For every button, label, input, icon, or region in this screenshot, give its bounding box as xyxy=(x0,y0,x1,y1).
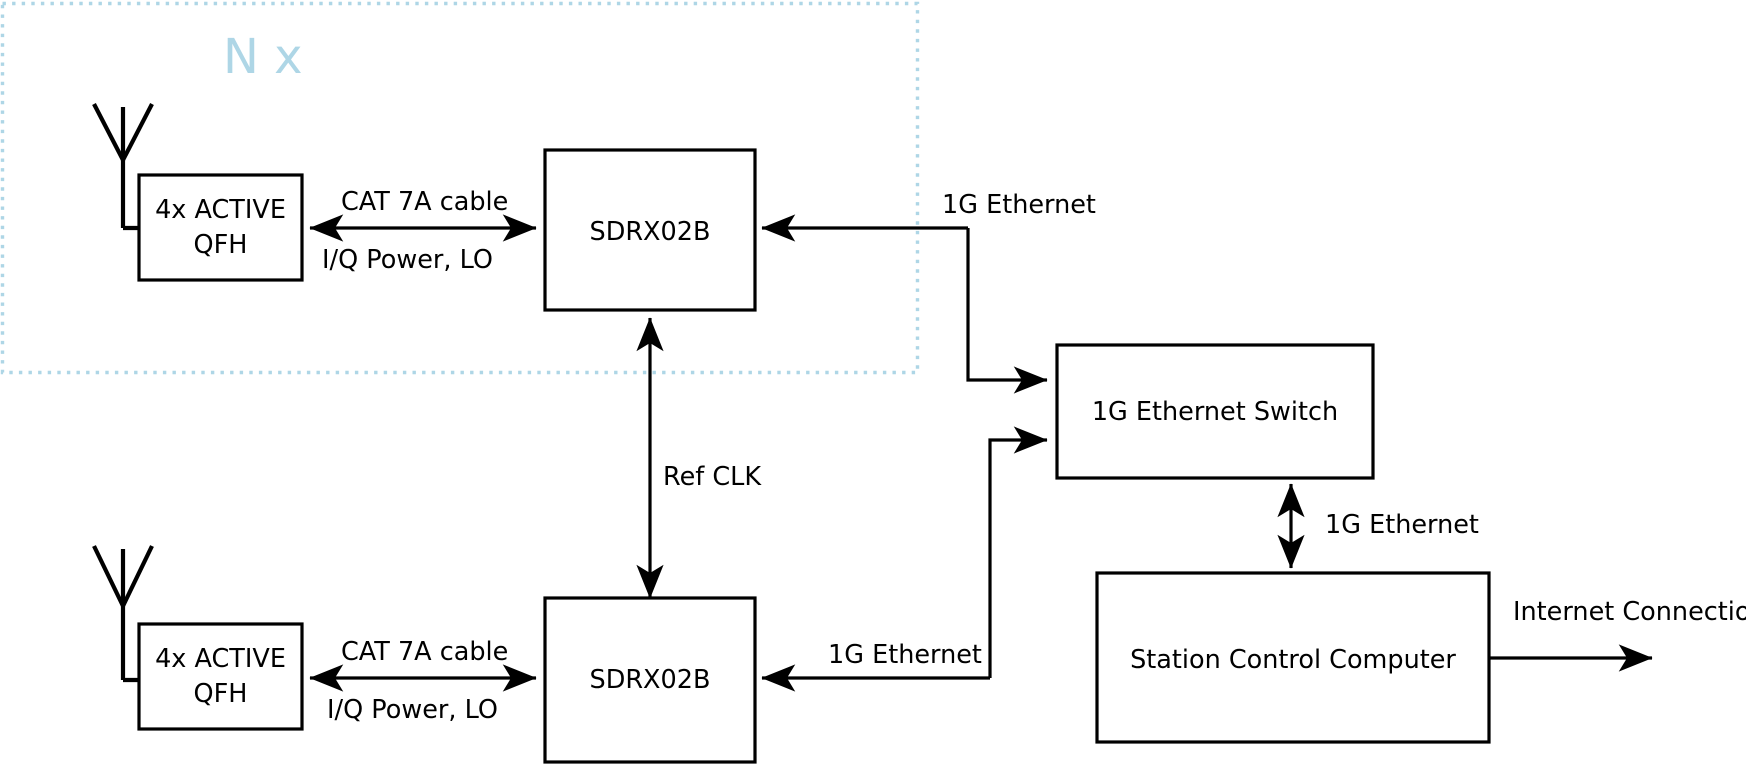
block-qfh-top-label-line2: QFH xyxy=(194,230,248,260)
edge-label-iq-power-lo-top: I/Q Power, LO xyxy=(322,245,493,275)
block-station-control-computer[interactable] xyxy=(1095,571,1491,744)
edge-label-1g-ethernet-switch-computer: 1G Ethernet xyxy=(1325,510,1479,540)
block-station-control-computer-label: Station Control Computer xyxy=(1130,645,1456,675)
edge-label-iq-power-lo-bottom: I/Q Power, LO xyxy=(327,695,498,725)
block-sdr-top-label: SDRX02B xyxy=(590,217,711,247)
group-label-nx: N x xyxy=(223,29,303,85)
block-qfh-top[interactable] xyxy=(137,173,304,282)
antenna-icon-bottom xyxy=(92,545,154,683)
block-qfh-bottom[interactable] xyxy=(137,622,304,731)
antenna-icon-top xyxy=(92,103,154,231)
edge-label-cat7a-bottom: CAT 7A cable xyxy=(341,637,508,667)
edge-sdr-top-to-switch xyxy=(966,228,1048,394)
block-sdr-top[interactable] xyxy=(543,148,757,312)
edge-label-internet-connection: Internet Connection xyxy=(1513,597,1746,627)
block-qfh-top-label-line1: 4x ACTIVE xyxy=(155,195,286,225)
edge-label-cat7a-top: CAT 7A cable xyxy=(341,187,508,217)
block-qfh-bottom-label-line2: QFH xyxy=(194,679,248,709)
block-sdr-bottom[interactable] xyxy=(543,596,757,764)
edge-sdr-bottom-to-switch xyxy=(988,426,1048,678)
block-ethernet-switch-label: 1G Ethernet Switch xyxy=(1092,397,1338,427)
group-boundary-nx xyxy=(0,1,920,375)
block-ethernet-switch[interactable] xyxy=(1055,343,1375,480)
edge-label-1g-ethernet-bottom: 1G Ethernet xyxy=(828,640,982,670)
edge-label-ref-clk: Ref CLK xyxy=(663,462,762,492)
edge-label-1g-ethernet-top: 1G Ethernet xyxy=(942,190,1096,220)
block-sdr-bottom-label: SDRX02B xyxy=(590,665,711,695)
block-qfh-bottom-label-line1: 4x ACTIVE xyxy=(155,644,286,674)
